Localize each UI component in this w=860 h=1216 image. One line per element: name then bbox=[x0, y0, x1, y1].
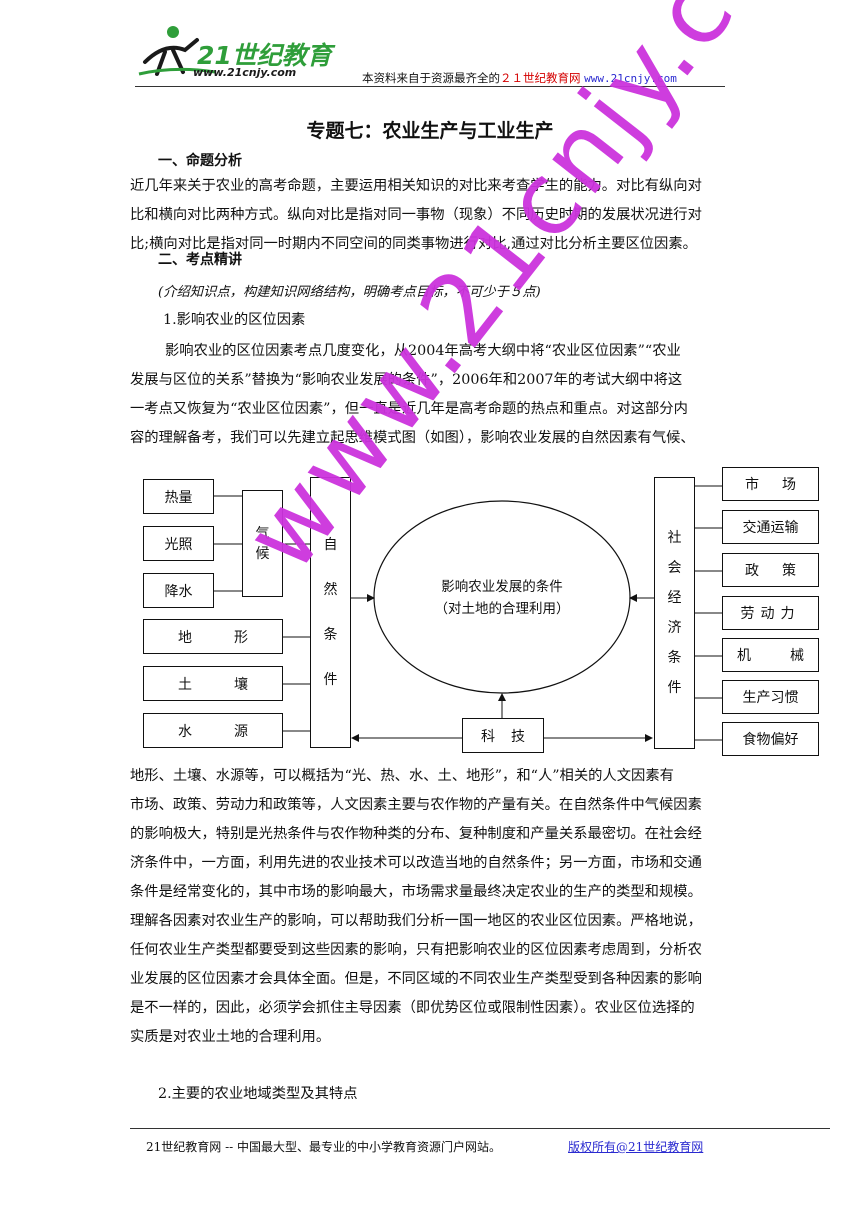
tech-char-2: 技 bbox=[511, 728, 525, 745]
social-label-char: 条 bbox=[667, 650, 682, 666]
header-divider bbox=[135, 86, 725, 87]
factor-heat: 热量 bbox=[143, 479, 214, 514]
social-label-char: 济 bbox=[667, 620, 682, 636]
factor-sunlight: 光照 bbox=[143, 526, 214, 561]
text-line: 发展与区位的关系”替换为“影响农业发展的条件”，2006年和2007年的考试大纲… bbox=[130, 372, 683, 388]
technology-box: 科技 bbox=[462, 718, 544, 753]
header-site-link[interactable]: ２１世纪教育网 bbox=[500, 71, 581, 85]
factor-soil: 土壤 bbox=[143, 666, 283, 701]
center-title: 影响农业发展的条件 bbox=[441, 579, 563, 595]
factor-market: 市场 bbox=[722, 467, 819, 501]
factor-transport: 交通运输 bbox=[722, 510, 819, 544]
climate-label-char: 气 bbox=[255, 525, 270, 542]
factor-terrain: 地形 bbox=[143, 619, 283, 654]
text-line: 一考点又恢复为“农业区位因素”，但一直是近几年是高考命题的热点和重点。对这部分内 bbox=[130, 401, 688, 417]
text-line: 影响农业的区位因素考点几度变化，从2004年高考大纲中将“农业区位因素”“农业 bbox=[165, 343, 681, 359]
logo-text: 21世纪教育 bbox=[197, 41, 332, 70]
water-char-1: 水 bbox=[178, 723, 192, 740]
subsection1-heading: 1.影响农业的区位因素 bbox=[163, 312, 306, 328]
natural-label-char: 自 bbox=[323, 536, 338, 553]
subsection2-heading: 2.主要的农业地域类型及其特点 bbox=[158, 1086, 358, 1102]
text-line: 容的理解备考，我们可以先建立起思维模式图（如图），影响农业发展的自然因素有气候、 bbox=[130, 430, 695, 446]
page-title: 专题七：农业生产与工业生产 bbox=[306, 120, 554, 142]
logo-url: www.21cnjy.com bbox=[193, 66, 297, 79]
market-char-2: 场 bbox=[782, 477, 796, 493]
terrain-char-2: 形 bbox=[234, 629, 248, 646]
policy-char-1: 政 bbox=[745, 563, 759, 579]
natural-label-char: 件 bbox=[323, 671, 338, 688]
text-line: 是不一样的，因此，必须学会抓住主导因素（即优势区位或限制性因素）。农业区位选择的 bbox=[130, 1000, 695, 1016]
water-char-2: 源 bbox=[234, 723, 248, 740]
social-label-char: 经 bbox=[667, 590, 682, 606]
text-line: 实质是对农业土地的合理利用。 bbox=[130, 1029, 331, 1045]
natural-conditions: 自 然 条 件 bbox=[310, 477, 351, 748]
social-label-char: 会 bbox=[667, 560, 682, 576]
soil-char-2: 壤 bbox=[234, 676, 248, 693]
section1-heading: 一、命题分析 bbox=[158, 153, 242, 169]
machinery-char-1: 机 bbox=[737, 648, 751, 664]
text-line: 理解各因素对农业生产的影响，可以帮助我们分析一国一地区的农业区位因素。严格地说， bbox=[130, 913, 702, 929]
market-char-1: 市 bbox=[745, 477, 759, 493]
text-line: 市场、政策、劳动力和政策等，人文因素主要与农作物的产量有关。在自然条件中气候因素 bbox=[130, 797, 702, 813]
text-line: 的影响极大，特别是光热条件与农作物种类的分布、复种制度和产量关系最密切。在社会经 bbox=[130, 826, 702, 842]
center-subtitle: （对土地的合理利用） bbox=[434, 601, 570, 617]
terrain-char-1: 地 bbox=[178, 629, 192, 646]
factor-precipitation: 降水 bbox=[143, 573, 214, 608]
para1: 影响农业的区位因素考点几度变化，从2004年高考大纲中将“农业区位因素”“农业 … bbox=[130, 337, 730, 453]
policy-char-2: 策 bbox=[782, 563, 796, 579]
para2: 地形、土壤、水源等，可以概括为“光、热、水、土、地形”，和“人”相关的人文因素有… bbox=[130, 762, 730, 1052]
factor-machinery: 机械 bbox=[722, 638, 819, 672]
section2-heading: 二、考点精讲 bbox=[158, 252, 242, 268]
factor-policy: 政策 bbox=[722, 553, 819, 587]
factor-water: 水源 bbox=[143, 713, 283, 748]
machinery-char-2: 械 bbox=[790, 648, 804, 664]
factor-production-habits: 生产习惯 bbox=[722, 680, 819, 714]
tech-char-1: 科 bbox=[481, 728, 495, 745]
site-logo: 21世纪教育 www.21cnjy.com bbox=[135, 22, 335, 82]
section2-note: (介绍知识点，构建知识网络结构，明确考点目标，不可少于５点) bbox=[158, 285, 541, 300]
text-line: 比;横向对比是指对同一时期内不同空间的同类事物进行对比,通过对比分析主要区位因素… bbox=[130, 236, 697, 252]
soil-char-1: 土 bbox=[178, 676, 192, 693]
natural-label-char: 条 bbox=[323, 626, 338, 643]
text-line: 业发展的区位因素才会具体全面。但是，不同区域的不同农业生产类型受到各种因素的影响 bbox=[130, 971, 702, 987]
climate-group: 气 候 bbox=[242, 490, 283, 597]
center-condition: 影响农业发展的条件 （对土地的合理利用） bbox=[390, 576, 614, 620]
climate-label-char: 候 bbox=[255, 545, 270, 562]
header-note: 本资料来自于资源最齐全的２１世纪教育网 www.21cnjy.com bbox=[362, 70, 677, 86]
social-label-char: 社 bbox=[667, 530, 682, 546]
header-note-prefix: 本资料来自于资源最齐全的 bbox=[362, 71, 500, 85]
text-line: 地形、土壤、水源等，可以概括为“光、热、水、土、地形”，和“人”相关的人文因素有 bbox=[130, 768, 674, 784]
text-line: 条件是经常变化的，其中市场的影响最大，市场需求量最终决定农业的生产的类型和规模。 bbox=[130, 884, 702, 900]
social-economic-conditions: 社 会 经 济 条 件 bbox=[654, 477, 695, 749]
factor-labor: 劳动力 bbox=[722, 596, 819, 630]
text-line: 任何农业生产类型都要受到这些因素的影响，只有把影响农业的区位因素考虑周到，分析农 bbox=[130, 942, 702, 958]
footer-text: 21世纪教育网 -- 中国最大型、最专业的中小学教育资源门户网站。 bbox=[146, 1140, 502, 1154]
footer-copyright-link[interactable]: 版权所有@21世纪教育网 bbox=[568, 1140, 704, 1154]
text-line: 济条件中，一方面，利用先进的农业技术可以改造当地的自然条件；另一方面，市场和交通 bbox=[130, 855, 702, 871]
footer-divider bbox=[130, 1128, 830, 1129]
text-line: 比和横向对比两种方式。纵向对比是指对同一事物（现象）不同历史时期的发展状况进行对 bbox=[130, 207, 702, 223]
header-url-link[interactable]: www.21cnjy.com bbox=[584, 72, 677, 85]
social-label-char: 件 bbox=[667, 680, 682, 696]
natural-label-char: 然 bbox=[323, 581, 338, 598]
section1-body: 近几年来关于农业的高考命题，主要运用相关知识的对比来考查学生的能力。对比有纵向对… bbox=[130, 172, 730, 259]
text-line: 近几年来关于农业的高考命题，主要运用相关知识的对比来考查学生的能力。对比有纵向对 bbox=[130, 178, 702, 194]
factor-food-preference: 食物偏好 bbox=[722, 722, 819, 756]
